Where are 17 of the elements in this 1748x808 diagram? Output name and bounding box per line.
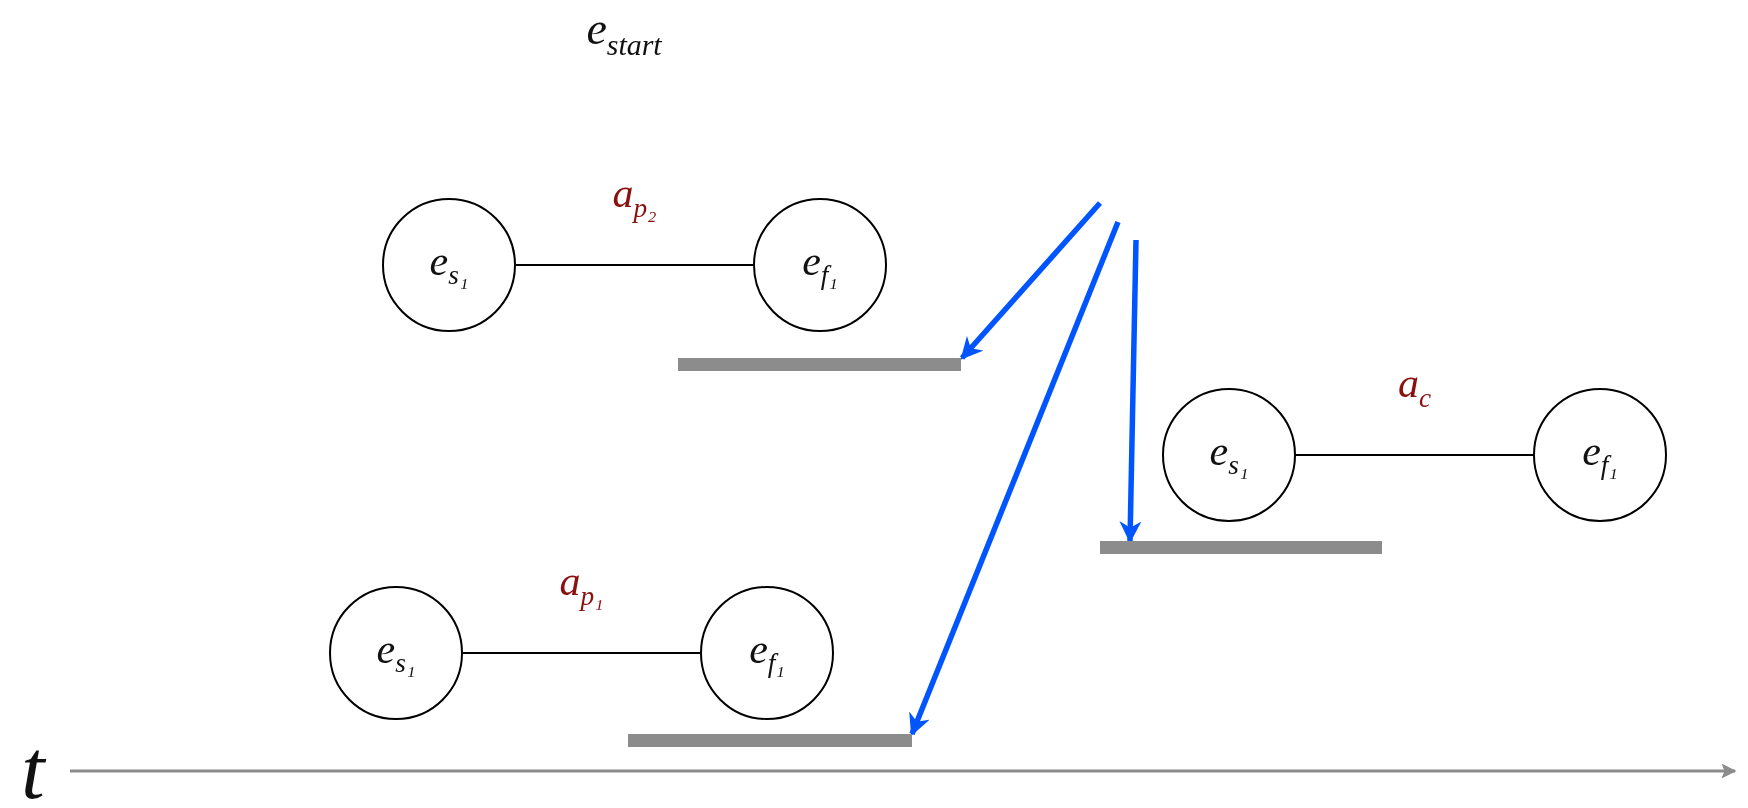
connector-line	[462, 652, 701, 654]
event-label: e$_{start}$	[586, 6, 662, 60]
bar	[1100, 541, 1382, 554]
arrow	[959, 201, 1103, 360]
axis-label: t	[21, 728, 45, 808]
connector-line	[515, 264, 754, 266]
connector-line	[1295, 454, 1534, 456]
event-label: e$_{f₁}$	[802, 240, 838, 290]
event-label: e$_{f₁}$	[749, 628, 785, 678]
bar	[628, 734, 912, 747]
event-label: e$_{s₁}$	[429, 240, 469, 290]
bar	[678, 358, 961, 371]
event-label: e$_{s₁}$	[376, 628, 416, 678]
event-label: e$_{s₁}$	[1209, 430, 1249, 480]
arrow	[909, 220, 1121, 737]
arrow	[1119, 239, 1142, 544]
event-label: e$_{f₁}$	[1582, 430, 1618, 480]
